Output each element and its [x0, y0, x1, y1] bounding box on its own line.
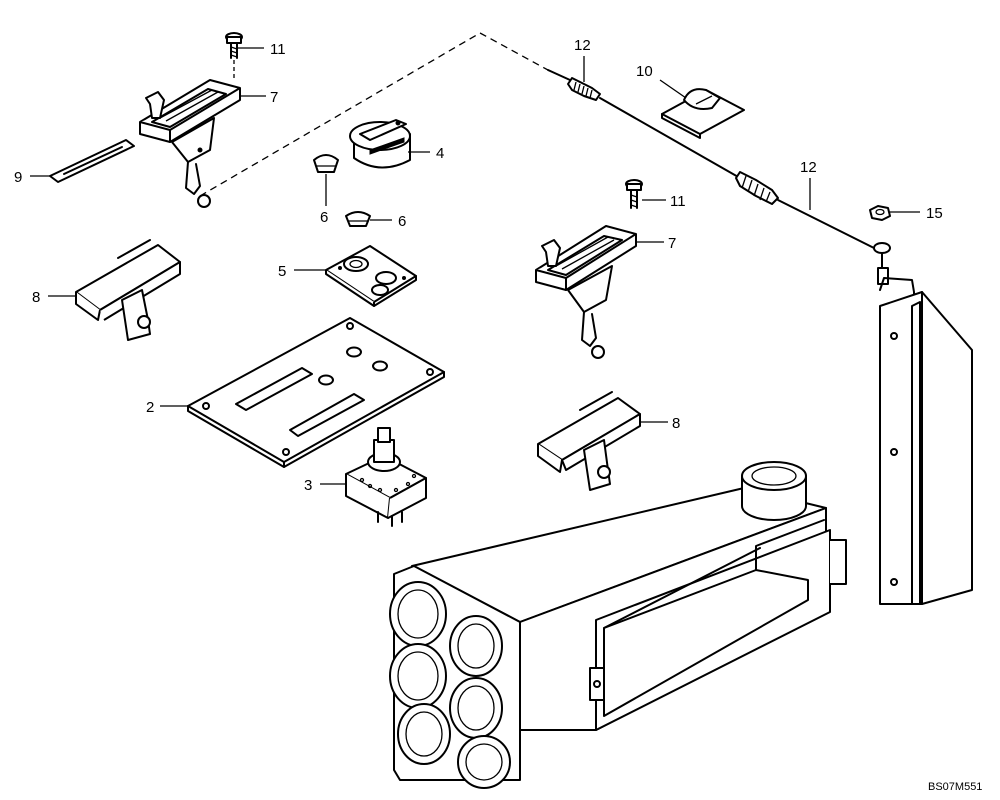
figure-code: BS07M551 [928, 781, 982, 793]
linkage-bracket-assembly [873, 242, 973, 605]
callout-11-right: 11 [670, 193, 686, 210]
callout-8-right: 8 [672, 415, 680, 432]
control-cable-part-12 [547, 69, 883, 253]
duct-nozzle [389, 581, 447, 647]
leader-lines [30, 47, 920, 485]
nut-part-15 [869, 205, 891, 221]
callout-7-left: 7 [270, 89, 278, 106]
control-lever-part-7a [139, 79, 241, 208]
cable-clamp-part-10 [661, 88, 745, 139]
cap-part-6a [313, 154, 339, 173]
switch-plate-part-5 [325, 245, 417, 307]
callout-5: 5 [278, 263, 286, 280]
knob-part-4 [349, 119, 411, 169]
cap-part-6b [345, 211, 371, 227]
duct-nozzle [457, 735, 511, 789]
callout-6-left: 6 [320, 209, 328, 226]
callout-labels: 11 7 9 4 6 6 5 8 2 3 12 10 11 7 12 15 8 [14, 37, 943, 494]
screw-part-11b [625, 179, 643, 209]
callout-15: 15 [926, 205, 943, 222]
rotary-switch-part-3 [345, 427, 427, 527]
bracket-part-8a [75, 239, 181, 341]
duct-nozzle [449, 677, 503, 739]
callout-6-right: 6 [398, 213, 406, 230]
callout-10: 10 [636, 63, 653, 80]
callout-8-left: 8 [32, 289, 40, 306]
air-duct-assembly [389, 461, 847, 789]
boot-plate-part-9 [49, 139, 135, 183]
callout-12-top: 12 [574, 37, 591, 54]
control-lever-part-7b [535, 225, 637, 359]
callout-9: 9 [14, 169, 22, 186]
bracket-part-8b [537, 391, 641, 491]
callout-3: 3 [304, 477, 312, 494]
mounting-plate-part-2 [187, 317, 445, 468]
duct-nozzle [449, 615, 503, 677]
duct-nozzle [389, 643, 447, 709]
callout-7-right: 7 [668, 235, 676, 252]
callout-12-right: 12 [800, 159, 817, 176]
callout-4: 4 [436, 145, 444, 162]
callout-2: 2 [146, 399, 154, 416]
phantom-connection-line [199, 32, 549, 197]
callout-11-top: 11 [270, 41, 286, 58]
screw-part-11a [225, 32, 243, 80]
duct-nozzle [397, 703, 451, 765]
